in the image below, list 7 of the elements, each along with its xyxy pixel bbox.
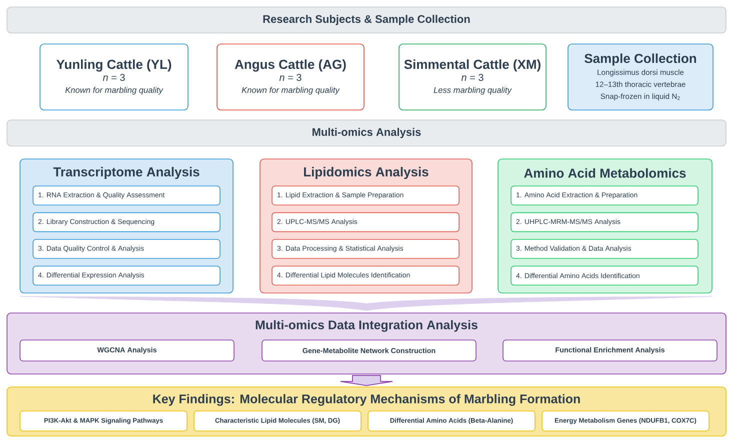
brace-connector (19, 296, 713, 311)
band: Research Subjects & Sample Collection (6, 6, 726, 34)
block-arrow (340, 374, 393, 386)
group-card: Angus Cattle (AG) n = 3 Known for marbling quality (216, 44, 364, 110)
band: Multi-omics Analysis (6, 120, 726, 146)
group-card: Simmental Cattle (XM) n = 3 Less marbling quality (398, 44, 546, 110)
group-card: Yunling Cattle (YL) n = 3 Known for marbling quality (40, 44, 188, 110)
